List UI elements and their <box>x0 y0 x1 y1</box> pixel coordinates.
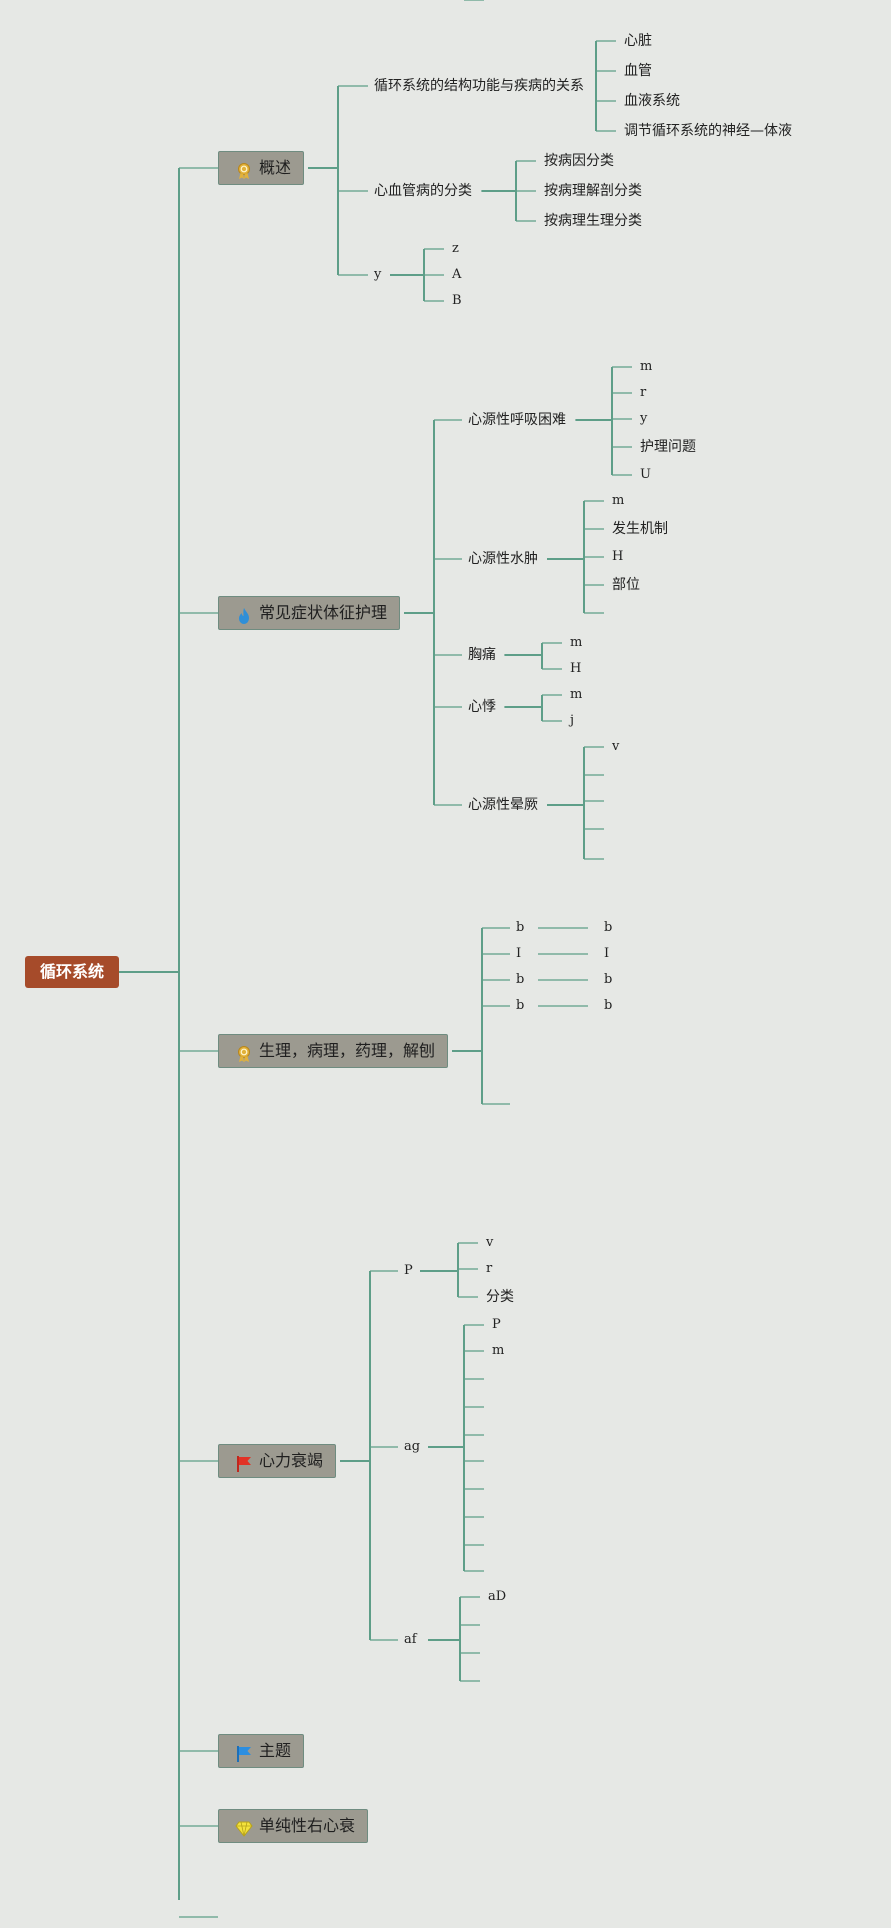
leaf-topic[interactable]: 按病理生理分类 <box>544 213 642 229</box>
leaf-topic[interactable]: 按病理解剖分类 <box>544 183 642 199</box>
leaf-topic[interactable]: y <box>640 411 648 426</box>
main-topic[interactable]: 概述 <box>218 151 305 185</box>
subtopic[interactable]: P <box>404 1263 413 1278</box>
subtopic[interactable]: b <box>516 998 525 1013</box>
subtopic[interactable]: b <box>516 920 525 935</box>
leaf-topic[interactable]: j <box>570 713 575 728</box>
main-topic-label: 概述 <box>259 158 292 177</box>
subtopic[interactable]: y <box>374 267 382 282</box>
leaf-topic[interactable]: m <box>612 493 625 508</box>
leaf-topic[interactable]: B <box>452 293 462 308</box>
leaf-topic[interactable]: 分类 <box>486 1289 514 1305</box>
main-topic[interactable]: 主题 <box>218 1734 305 1768</box>
leaf-topic[interactable]: b <box>604 920 613 935</box>
subtopic[interactable]: 心血管病的分类 <box>374 183 472 199</box>
subtopic[interactable]: 胸痛 <box>468 647 496 663</box>
main-topic[interactable]: 常见症状体征护理 <box>218 596 401 630</box>
leaf-topic[interactable]: m <box>570 687 583 702</box>
main-topic-label: 生理，病理，药理，解刨 <box>259 1041 436 1060</box>
leaf-topic[interactable]: z <box>452 241 459 256</box>
leaf-topic[interactable]: P <box>492 1317 501 1332</box>
leaf-topic[interactable]: aD <box>488 1589 507 1604</box>
leaf-topic[interactable]: v <box>612 739 620 754</box>
subtopic[interactable]: 心悸 <box>468 699 496 715</box>
main-topic[interactable]: 心力衰竭 <box>218 1444 337 1478</box>
leaf-topic[interactable]: 护理问题 <box>640 439 696 455</box>
subtopic[interactable]: af <box>404 1632 417 1647</box>
leaf-topic[interactable]: r <box>486 1261 493 1276</box>
leaf-topic[interactable]: m <box>570 635 583 650</box>
main-topic-label: 主题 <box>259 1741 292 1760</box>
main-topic-label: 常见症状体征护理 <box>259 603 388 622</box>
leaf-topic[interactable]: r <box>640 385 647 400</box>
root-topic[interactable]: 循环系统 <box>25 956 120 988</box>
leaf-topic[interactable]: b <box>604 998 613 1013</box>
leaf-topic[interactable]: 部位 <box>612 577 640 593</box>
leaf-topic[interactable]: 发生机制 <box>612 521 668 537</box>
main-topic-label: 单纯性右心衰 <box>259 1816 356 1835</box>
subtopic[interactable]: ag <box>404 1439 421 1454</box>
main-topic[interactable]: 生理，病理，药理，解刨 <box>218 1034 449 1068</box>
leaf-topic[interactable]: 心脏 <box>624 33 652 49</box>
subtopic[interactable]: 心源性水肿 <box>468 551 538 567</box>
leaf-topic[interactable]: U <box>640 467 651 482</box>
red-flag-icon <box>235 1452 253 1472</box>
subtopic[interactable]: I <box>516 946 522 961</box>
main-topic-label: 心力衰竭 <box>259 1451 324 1470</box>
leaf-topic[interactable]: H <box>570 661 582 676</box>
subtopic[interactable]: 心源性呼吸困难 <box>468 412 566 428</box>
ribbon-medal-icon <box>235 159 253 179</box>
leaf-topic[interactable]: m <box>640 359 653 374</box>
leaf-topic[interactable]: 调节循环系统的神经—体液 <box>624 123 792 139</box>
subtopic[interactable]: 心源性晕厥 <box>468 797 538 813</box>
subtopic[interactable]: 循环系统的结构功能与疾病的关系 <box>374 78 584 94</box>
leaf-topic[interactable]: 血液系统 <box>624 93 680 109</box>
leaf-topic[interactable]: H <box>612 549 624 564</box>
leaf-topic[interactable]: 血管 <box>624 63 652 79</box>
leaf-topic[interactable]: 按病因分类 <box>544 153 614 169</box>
leaf-topic[interactable]: I <box>604 946 610 961</box>
leaf-topic[interactable]: A <box>452 267 462 282</box>
blue-flag-icon <box>235 1742 253 1762</box>
leaf-topic[interactable]: m <box>492 1343 505 1358</box>
ribbon-medal-icon <box>235 1042 253 1062</box>
leaf-topic[interactable]: v <box>486 1235 494 1250</box>
leaf-topic[interactable]: b <box>604 972 613 987</box>
subtopic[interactable]: b <box>516 972 525 987</box>
diamond-icon <box>235 1817 253 1837</box>
main-topic[interactable]: 单纯性右心衰 <box>218 1809 369 1843</box>
flame-icon <box>235 604 253 624</box>
